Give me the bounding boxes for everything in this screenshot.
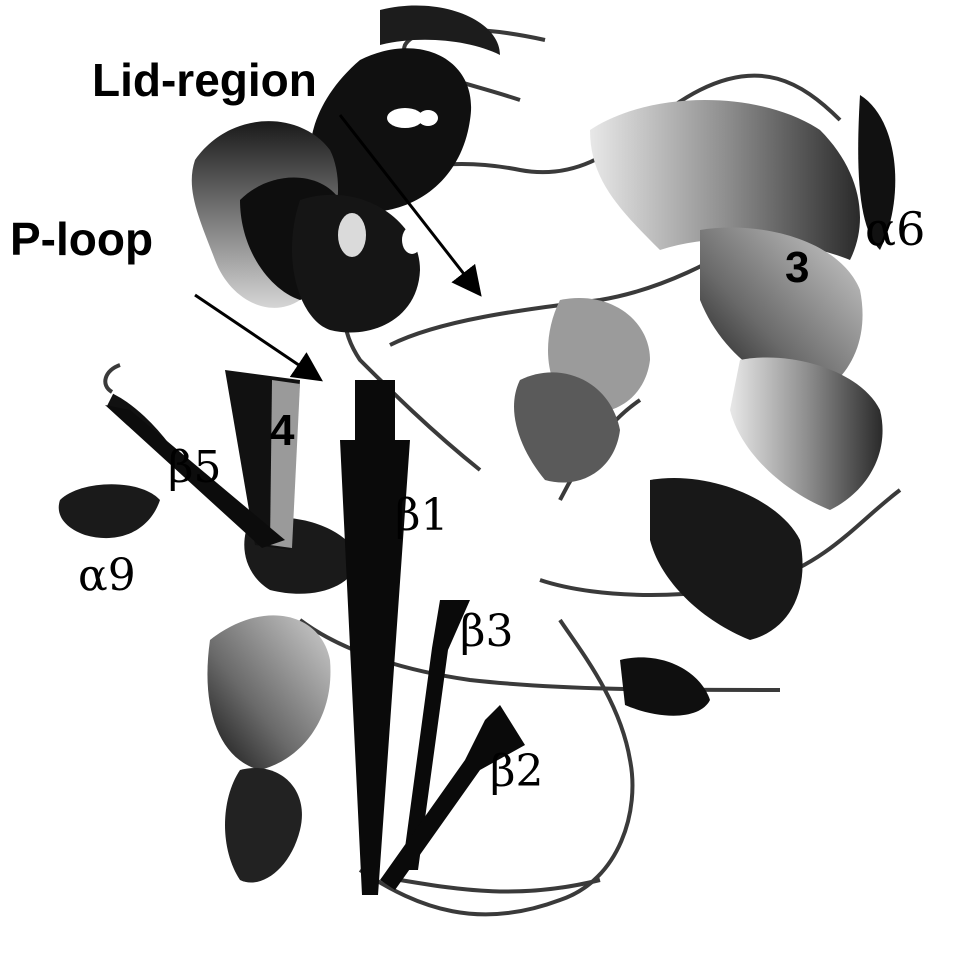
alpha3-label: 3 [785,243,809,292]
beta1-label: β1 [395,490,448,541]
p-loop-label: P-loop [10,213,153,265]
beta2-label: β2 [490,746,543,797]
alpha6-label: α6 [865,202,925,256]
lid-region-label: Lid-region [92,54,317,106]
alpha4-label: 4 [270,406,295,455]
beta3-label: β3 [460,606,513,657]
alpha9-label: α9 [78,550,136,601]
right-helices [514,95,895,716]
beta5-label: β5 [168,442,221,493]
p-loop-arrow [195,295,318,378]
